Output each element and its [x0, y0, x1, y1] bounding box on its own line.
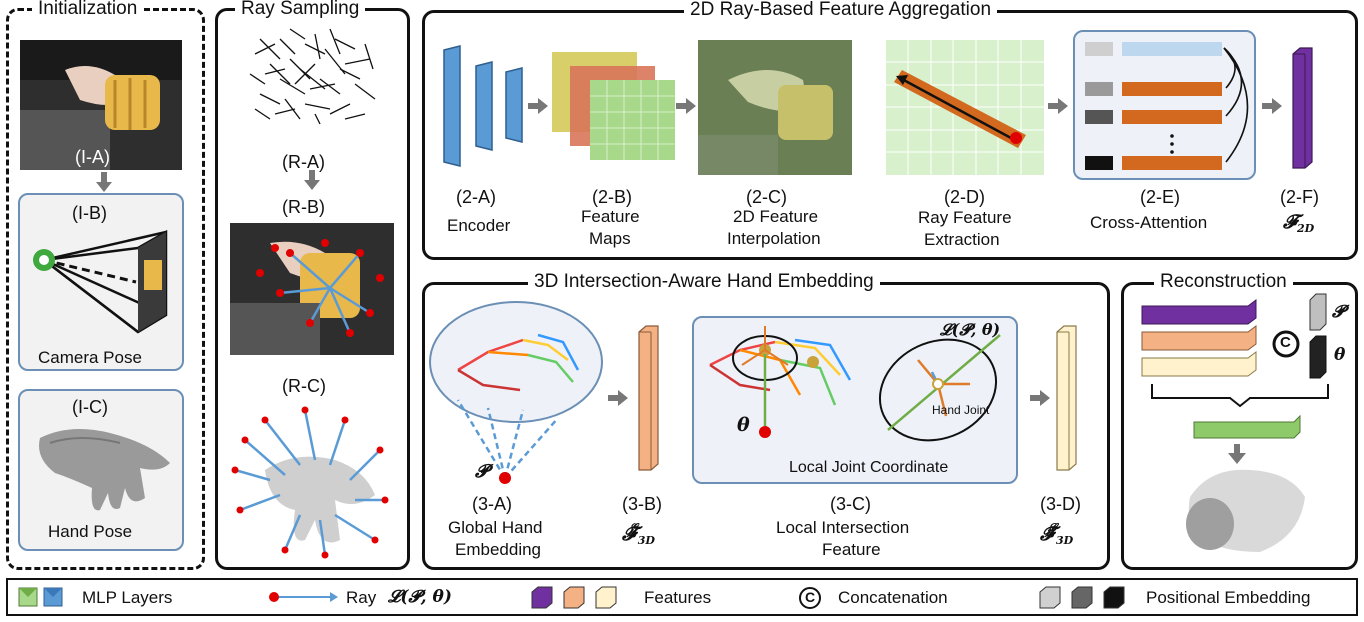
feature-2d-graphic [1292, 47, 1313, 169]
concat-symbol-recon: C [1280, 334, 1291, 351]
camera-pose-label: Camera Pose [38, 348, 142, 367]
legend-pos-label: Positional Embedding [1146, 588, 1311, 607]
ray-sampling-title: Ray Sampling [235, 0, 366, 20]
feature-interpolation-graphic [698, 40, 852, 175]
positional-embedding-icon [1039, 586, 1125, 609]
legend-ray-label: Ray [346, 588, 377, 607]
label-rc: (R-C) [282, 376, 326, 396]
embedding-title: 3D Intersection-Aware Hand Embedding [528, 271, 880, 293]
legend-concat-symbol: C [805, 589, 816, 605]
feature-maps-label-1: Feature [581, 207, 640, 226]
arrow-right-icon [1048, 98, 1068, 114]
feature-global-graphic [638, 325, 659, 471]
ray-feature-label-2: Extraction [924, 230, 1000, 249]
local-intersection-label-2: Feature [822, 540, 881, 559]
global-hand-label-2: Embedding [455, 540, 542, 559]
feature-local-symbol: 𝓕𝓛3D [1040, 521, 1074, 547]
label-ib: (I-B) [72, 203, 107, 223]
arrow-right-icon [676, 98, 696, 114]
hand-mesh-image [39, 429, 170, 511]
label-2c: (2-C) [746, 187, 787, 207]
label-2a: (2-A) [456, 187, 496, 207]
label-ra: (R-A) [282, 152, 325, 172]
random-rays-image [249, 28, 376, 125]
cross-attention-graphic [1085, 42, 1249, 170]
aggregation-title: 2D Ray-Based Feature Aggregation [684, 0, 998, 21]
theta-symbol-recon: θ [1334, 345, 1346, 365]
theta-symbol-emb: θ [737, 414, 750, 436]
label-2e: (2-E) [1140, 187, 1180, 207]
label-ia: (I-A) [75, 147, 110, 167]
label-ic: (I-C) [72, 397, 108, 417]
local-joint-box [692, 316, 1018, 484]
label-3a: (3-A) [472, 494, 512, 514]
ray-feature-label-1: Ray Feature [918, 208, 1012, 227]
legend-mlp-label: MLP Layers [82, 588, 173, 607]
local-intersection-label-1: Local Intersection [776, 518, 910, 537]
arrow-down-icon [96, 172, 112, 192]
label-3c: (3-C) [830, 494, 871, 514]
local-joint-label: Local Joint Coordinate [789, 459, 949, 476]
arrow-right-icon [608, 390, 628, 406]
interp-label-1: 2D Feature [733, 207, 819, 226]
mlp-icon [18, 587, 63, 607]
arrow-right-icon [1262, 98, 1282, 114]
arrow-right-icon [1030, 390, 1050, 406]
hand-pose-label: Hand Pose [48, 522, 133, 541]
feature-2d-symbol: 𝓕2D [1283, 211, 1315, 235]
arrow-right-icon [528, 98, 548, 114]
feature-maps-graphic [552, 52, 675, 160]
encoder-label: Encoder [447, 216, 511, 235]
cross-attention-label: Cross-Attention [1090, 213, 1208, 232]
global-hand-embedding-graphic [429, 301, 603, 484]
ray-feature-graphic [886, 40, 1044, 175]
feature-maps-label-2: Maps [589, 229, 631, 248]
label-rb: (R-B) [282, 197, 325, 217]
features-icon [531, 586, 617, 609]
arrow-down-icon [304, 170, 320, 190]
local-joint-graphic [709, 326, 1001, 442]
rays-3d-hand-diagram [231, 406, 389, 559]
legend-concat-label: Concatenation [838, 588, 948, 607]
label-2f: (2-F) [1280, 187, 1319, 207]
reconstruction-graphic [1141, 293, 1329, 552]
legend-ray-expr: 𝓛(𝓟, θ) [388, 587, 452, 607]
rays-on-image [230, 223, 394, 355]
legend-bar: MLP Layers Ray 𝓛(𝓟, θ) Features C Concat… [6, 578, 1358, 616]
ray-icon [269, 592, 338, 602]
reconstruction-title: Reconstruction [1154, 271, 1293, 293]
legend-features-label: Features [644, 588, 712, 607]
feature-local-graphic [1056, 325, 1077, 471]
input-image-ia [20, 40, 182, 170]
interp-label-2: Interpolation [727, 229, 821, 248]
initialization-title: Initialization [32, 0, 144, 20]
p-symbol-emb: 𝓟 [475, 461, 488, 482]
concat-icon [799, 587, 821, 609]
label-2d: (2-D) [944, 187, 985, 207]
encoder-graphic [443, 45, 523, 167]
feature-global-symbol: 𝓕𝓖3D [622, 521, 655, 547]
label-3b: (3-B) [622, 494, 662, 514]
label-3d: (3-D) [1040, 494, 1081, 514]
p-symbol-recon: 𝓟 [1332, 302, 1345, 322]
label-2b: (2-B) [592, 187, 632, 207]
camera-frustum-diagram [33, 229, 168, 334]
hand-joint-label: Hand Joint [932, 403, 990, 417]
l-expression: 𝓛(𝓟, θ) [940, 320, 1001, 339]
global-hand-label-1: Global Hand [448, 518, 543, 537]
